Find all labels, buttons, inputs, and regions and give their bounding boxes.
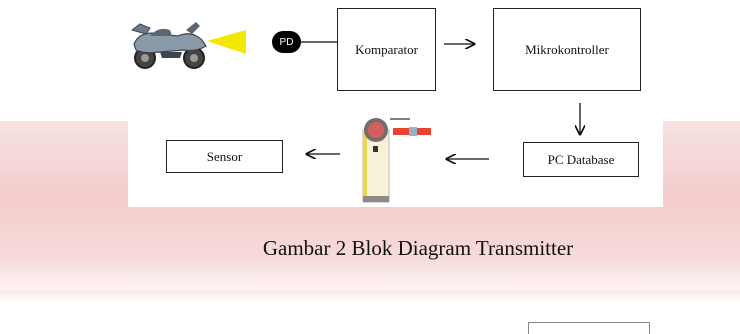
block-komparator-label: Komparator [355,41,418,57]
block-komparator: Komparator [337,8,436,91]
block-mikrokontroller: Mikrokontroller [493,8,641,91]
background-band-fade [0,291,740,303]
block-mikrokontroller-label: Mikrokontroller [525,41,609,57]
figure-caption: Gambar 2 Blok Diagram Transmitter [262,236,574,260]
block-pc-database-label: PC Database [547,151,615,167]
motorcycle-icon [130,22,207,69]
next-figure-box-edge [528,322,650,334]
block-pc-database: PC Database [523,142,639,177]
block-sensor: Sensor [166,140,283,173]
block-sensor-label: Sensor [206,148,243,164]
light-beam-icon [207,30,246,54]
pd-photodiode-badge: PD [272,31,301,53]
barrier-gate-icon [362,118,431,203]
